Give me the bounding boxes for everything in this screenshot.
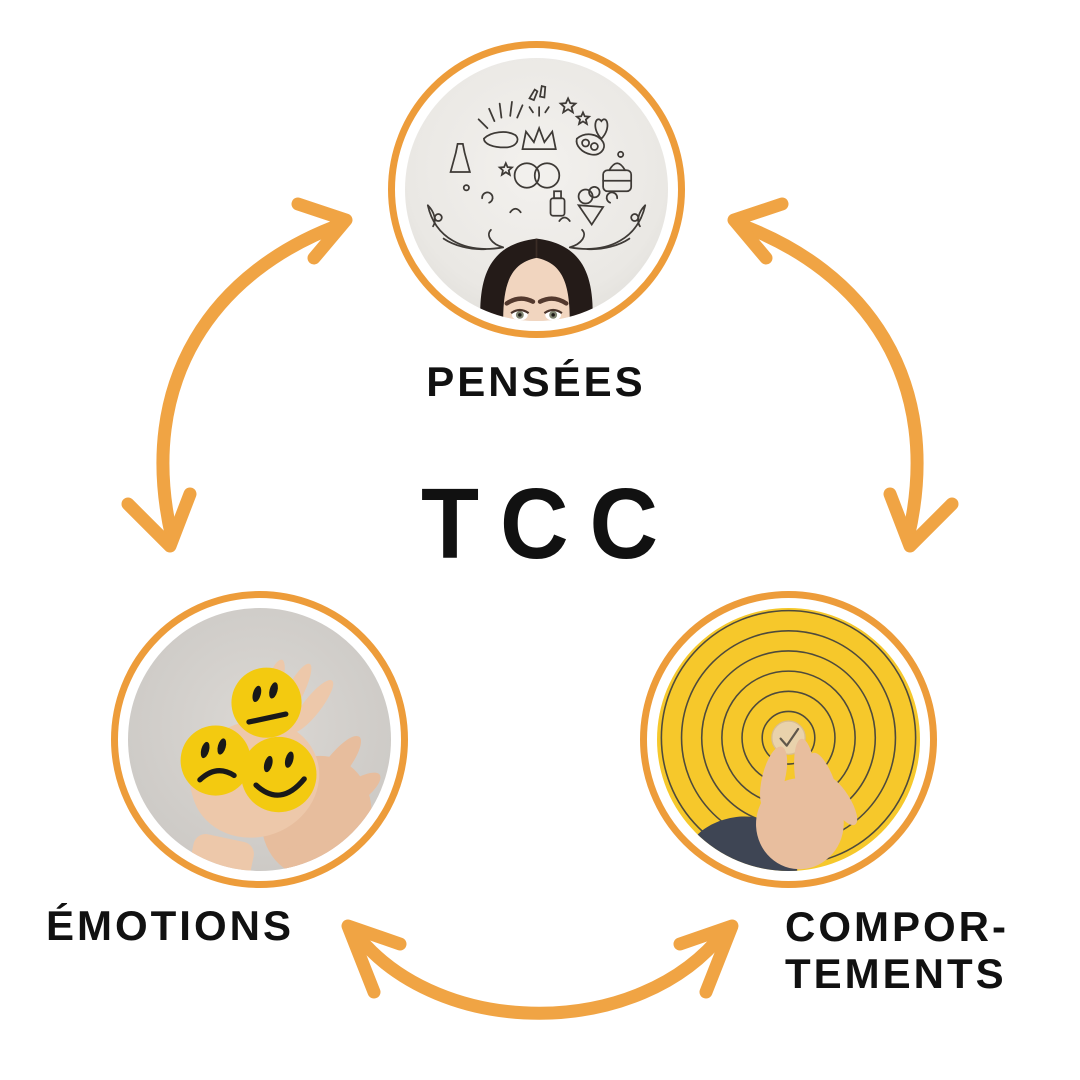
hands-smiley-faces-image (128, 608, 391, 871)
thought-doodles (426, 84, 647, 251)
node-comportements (640, 591, 937, 888)
center-title: TCC (421, 468, 679, 580)
woman-thinking-doodles-image (405, 58, 668, 321)
reaching-hand (683, 738, 858, 871)
node-pensees (388, 41, 685, 338)
arrow-emotions-comportements (341, 919, 739, 1020)
smiley-neutral (231, 667, 302, 738)
smiley-sad (180, 725, 251, 796)
smiley-happy (241, 736, 317, 813)
label-comportements-line2: TEMENTS (785, 950, 1007, 997)
label-comportements: COMPOR- TEMENTS (785, 903, 1009, 997)
label-pensees: PENSÉES (426, 358, 646, 405)
label-comportements-line1: COMPOR- (785, 903, 1009, 950)
pensees-photo (405, 58, 668, 321)
arrow-pensees-comportements (727, 197, 959, 553)
arrow-pensees-emotions (121, 197, 353, 553)
emotions-photo (128, 608, 391, 871)
hand-target-check-image (657, 608, 920, 871)
comportements-photo (657, 608, 920, 871)
woman-hair (480, 238, 593, 321)
node-emotions (111, 591, 408, 888)
label-emotions: ÉMOTIONS (45, 902, 294, 949)
